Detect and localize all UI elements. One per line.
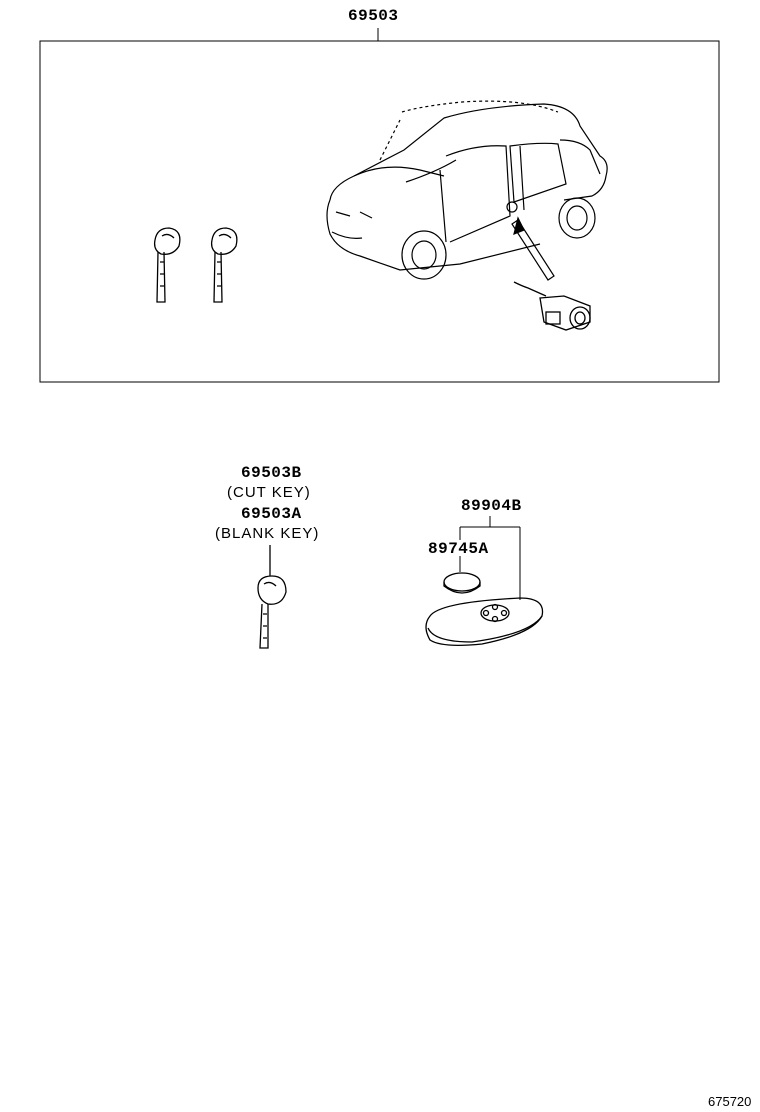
lock-cylinder-icon — [513, 281, 591, 331]
assembly-box — [39, 28, 720, 383]
key-blank-description: (BLANK KEY) — [215, 525, 320, 542]
key-cut-description: (CUT KEY) — [227, 484, 311, 501]
car-illustration — [326, 100, 608, 280]
transmitter-part-number: 89904B — [461, 497, 522, 515]
assembly-part-number: 69503 — [348, 7, 399, 25]
battery-icon — [443, 572, 481, 594]
key-icon — [257, 545, 287, 649]
key-right-icon — [210, 227, 238, 303]
illustration-ref-number: 675720 — [708, 1094, 752, 1109]
key-blank-part-number: 69503A — [241, 505, 302, 523]
battery-part-number: 89745A — [428, 540, 489, 558]
key-cut-part-number: 69503B — [241, 464, 302, 482]
arrow-icon — [511, 216, 555, 281]
key-left-icon — [153, 227, 181, 303]
transmitter-icon — [425, 597, 544, 646]
transmitter-leaders — [459, 516, 521, 600]
